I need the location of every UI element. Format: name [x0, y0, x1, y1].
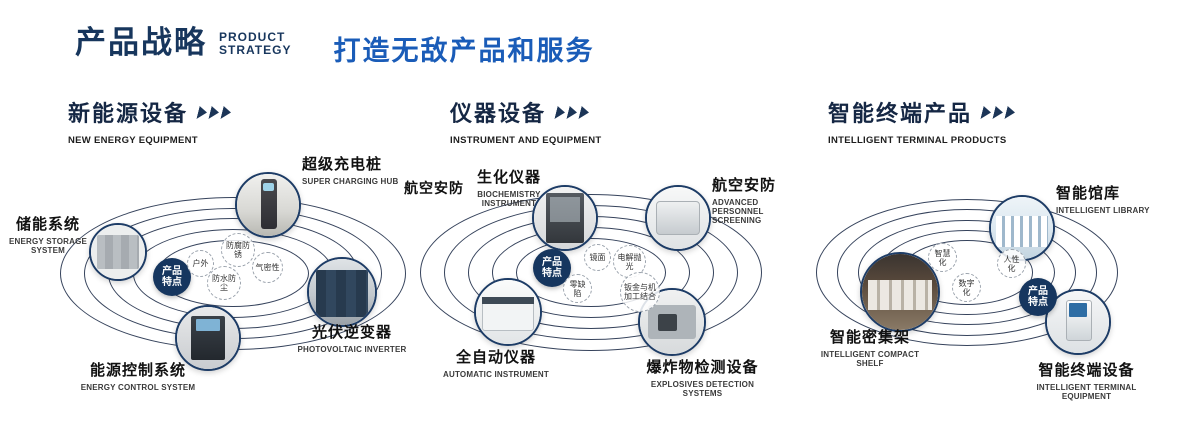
section-head-intelligent-terminal: 智能终端产品 INTELLIGENT TERMINAL PRODUCTS [828, 96, 1018, 146]
node-biochemistry-instrument [532, 185, 598, 251]
section-subtitle: INTELLIGENT TERMINAL PRODUCTS [828, 135, 1007, 146]
feature-tag: 人性化 [997, 249, 1026, 278]
personnel-screening-image [647, 187, 709, 249]
feature-tag: 智慧化 [928, 243, 957, 272]
label-energy-control-system: 能源控制系统 ENERGY CONTROL SYSTEM [80, 362, 196, 392]
feature-tag: 数字化 [952, 273, 981, 302]
feature-tag: 防水防尘 [207, 266, 241, 300]
photovoltaic-inverter-image [309, 259, 375, 325]
label-photovoltaic-inverter: 光伏逆变器 PHOTOVOLTAIC INVERTER [297, 324, 407, 354]
feature-tag: 户外 [187, 250, 214, 277]
node-automatic-instrument [474, 278, 542, 346]
biochemistry-instrument-image [534, 187, 596, 249]
automatic-instrument-image [476, 280, 540, 344]
label-intelligent-terminal-equipment: 智能终端设备 INTELLIGENT TERMINAL EQUIPMENT [1036, 362, 1137, 401]
energy-storage-system-image [91, 225, 145, 279]
section-subtitle: INSTRUMENT AND EQUIPMENT [450, 135, 602, 146]
label-automatic-instrument: 全自动仪器 AUTOMATIC INSTRUMENT [443, 349, 549, 379]
feature-tag: 钣金与机加工结合 [620, 272, 660, 312]
super-charging-hub-image [237, 174, 299, 236]
section-title: 新能源设备 [68, 101, 189, 126]
section-title: 仪器设备 [450, 101, 547, 126]
header: 产品战略 PRODUCT STRATEGY 打造无敌产品和服务 [75, 25, 595, 68]
product-features-badge: 产品特点 [1019, 278, 1057, 316]
section-head-instruments: 仪器设备 INSTRUMENT AND EQUIPMENT [450, 96, 601, 146]
feature-tag: 镜面 [584, 244, 611, 271]
label-intelligent-library: 智能馆库 INTELLIGENT LIBRARY [1056, 185, 1150, 215]
node-photovoltaic-inverter [307, 257, 377, 327]
label-energy-storage-system: 储能系统 ENERGY STORAGE SYSTEM [8, 216, 88, 255]
feature-tag: 电解抛光 [613, 245, 646, 278]
section-title: 智能终端产品 [828, 101, 973, 126]
label-super-charging-hub: 超级充电桩 SUPER CHARGING HUB [302, 156, 399, 186]
label-explosives-detection: 爆炸物检测设备 EXPLOSIVES DETECTION SYSTEMS [646, 359, 759, 398]
triple-chevron-icon [556, 106, 592, 119]
label-biochemistry-instrument: 生化仪器 BIOCHEMISTRY INSTRUMENT [476, 169, 541, 208]
product-features-badge: 产品特点 [153, 258, 191, 296]
orbit-ring [837, 209, 1097, 336]
intelligent-compact-shelf-image [862, 254, 938, 330]
section-subtitle: NEW ENERGY EQUIPMENT [68, 135, 198, 146]
page-subtitle: PRODUCT STRATEGY [219, 31, 291, 57]
node-super-charging-hub [235, 172, 301, 238]
feature-tag: 气密性 [252, 252, 283, 283]
intelligent-library-image [991, 197, 1053, 259]
node-intelligent-compact-shelf [860, 252, 940, 332]
section-head-new-energy: 新能源设备 NEW ENERGY EQUIPMENT [68, 96, 234, 146]
label-aviation-security: 航空安防 [404, 180, 464, 196]
node-personnel-screening [645, 185, 711, 251]
label-intelligent-compact-shelf: 智能密集架 INTELLIGENT COMPACT SHELF [820, 329, 920, 368]
page-title: 产品战略 [75, 25, 207, 60]
node-intelligent-terminal-equipment [1045, 289, 1111, 355]
node-energy-storage-system [89, 223, 147, 281]
feature-tag: 防腐防锈 [221, 233, 255, 267]
label-personnel-screening: 航空安防 ADVANCED PERSONNEL SCREENING [712, 177, 777, 225]
orbit-ring [816, 199, 1118, 346]
energy-control-system-image [177, 307, 239, 369]
tagline: 打造无敌产品和服务 [333, 36, 595, 66]
triple-chevron-icon [198, 106, 234, 119]
page-subtitle-line1: PRODUCT [219, 30, 286, 44]
page-subtitle-line2: STRATEGY [219, 43, 292, 57]
node-intelligent-library [989, 195, 1055, 261]
feature-tag: 零缺陷 [563, 274, 592, 303]
orbit-ring [858, 219, 1076, 326]
triple-chevron-icon [982, 106, 1018, 119]
intelligent-terminal-equipment-image [1047, 291, 1109, 353]
node-energy-control-system [175, 305, 241, 371]
